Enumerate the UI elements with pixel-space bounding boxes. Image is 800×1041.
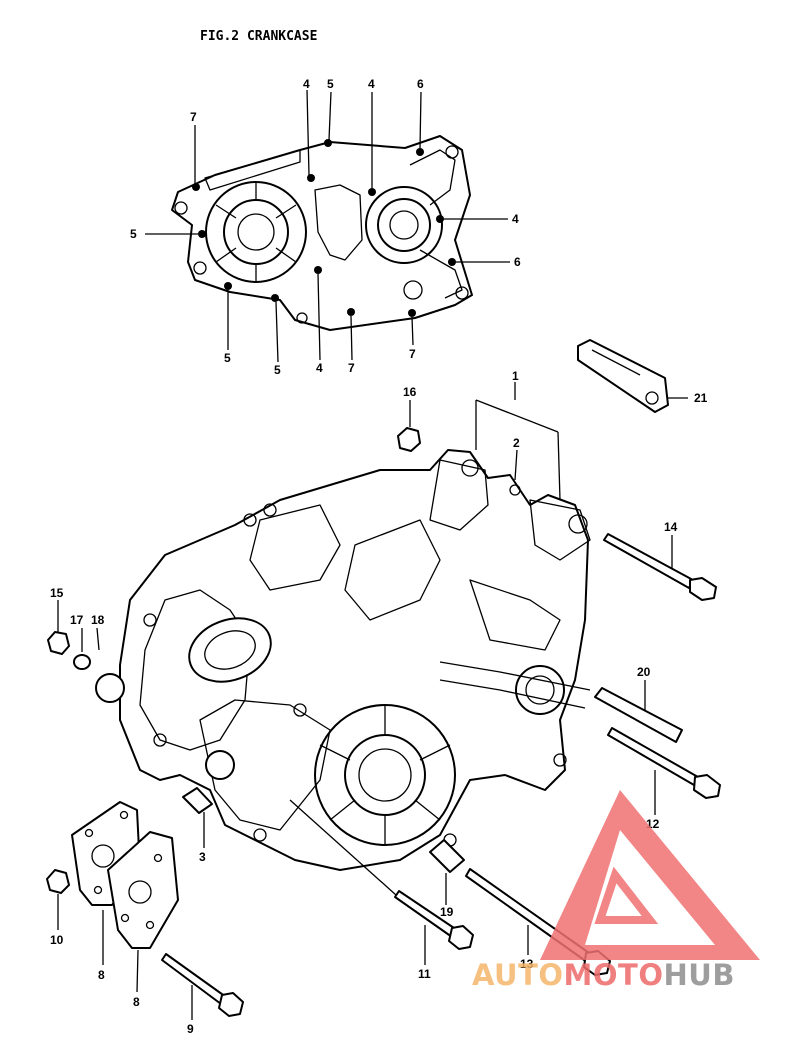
svg-text:AUTOMOTOHUB: AUTOMOTOHUB [472,958,735,992]
upper-leader-lines [145,89,510,363]
callout-9: 9 [187,1022,194,1036]
callout-6: 6 [417,77,424,91]
callout-10: 10 [50,933,64,947]
callout-16: 16 [403,385,417,399]
callout-21: 21 [694,391,708,405]
callout-1: 1 [512,369,519,383]
callout-13: 13 [520,957,534,971]
part-1-2-leaders [475,382,561,501]
callout-8: 8 [98,968,105,982]
figure-title: FIG.2 CRANKCASE [200,29,317,44]
watermark-triangle-mark [540,790,760,960]
callout-7: 7 [348,361,355,375]
watermark-hub: HUB [664,958,735,992]
callout-5: 5 [224,351,231,365]
parts-15-17-18 [47,600,100,670]
part-11-bolt [289,799,474,965]
callout-2: 2 [513,436,520,450]
part-3-dowel [182,787,213,848]
callout-7: 7 [190,110,197,124]
part-21-bracket [577,339,688,413]
part-20-pipe [594,680,683,743]
callout-11: 11 [418,967,431,981]
callout-4: 4 [368,77,375,91]
callout-4: 4 [512,212,519,226]
part-12-bolt [607,727,721,815]
part-10-nut [46,869,70,930]
watermark-moto: MOTO [564,958,664,992]
callout-5: 5 [130,227,137,241]
watermark-auto: AUTO [472,958,564,992]
callout-5: 5 [274,363,281,377]
callout-4: 4 [316,361,323,375]
callout-8: 8 [133,995,140,1009]
part-8-plates [71,801,179,993]
callout-labels: 7 4 5 4 6 4 6 5 5 5 4 7 7 21 16 1 2 14 1… [50,77,708,1036]
upper-crankcase-half [171,135,473,331]
part-19-sleeve [429,839,465,905]
callout-4: 4 [303,77,310,91]
automotohub-watermark: AUTOMOTOHUB [472,790,760,992]
callout-7: 7 [409,347,416,361]
callout-3: 3 [199,850,206,864]
part-9-bolt [161,953,244,1020]
callout-5: 5 [327,77,334,91]
callout-6: 6 [514,255,521,269]
callout-14: 14 [664,520,678,534]
callout-15: 15 [50,586,64,600]
callout-20: 20 [637,665,651,679]
part-14-bolt [603,533,717,601]
part-16-nut [397,400,421,452]
callout-19: 19 [440,905,454,919]
callout-18: 18 [91,613,105,627]
callout-17: 17 [70,613,84,627]
watermark-inner-mark [594,866,659,924]
lower-crankcase-assembly [95,449,591,871]
